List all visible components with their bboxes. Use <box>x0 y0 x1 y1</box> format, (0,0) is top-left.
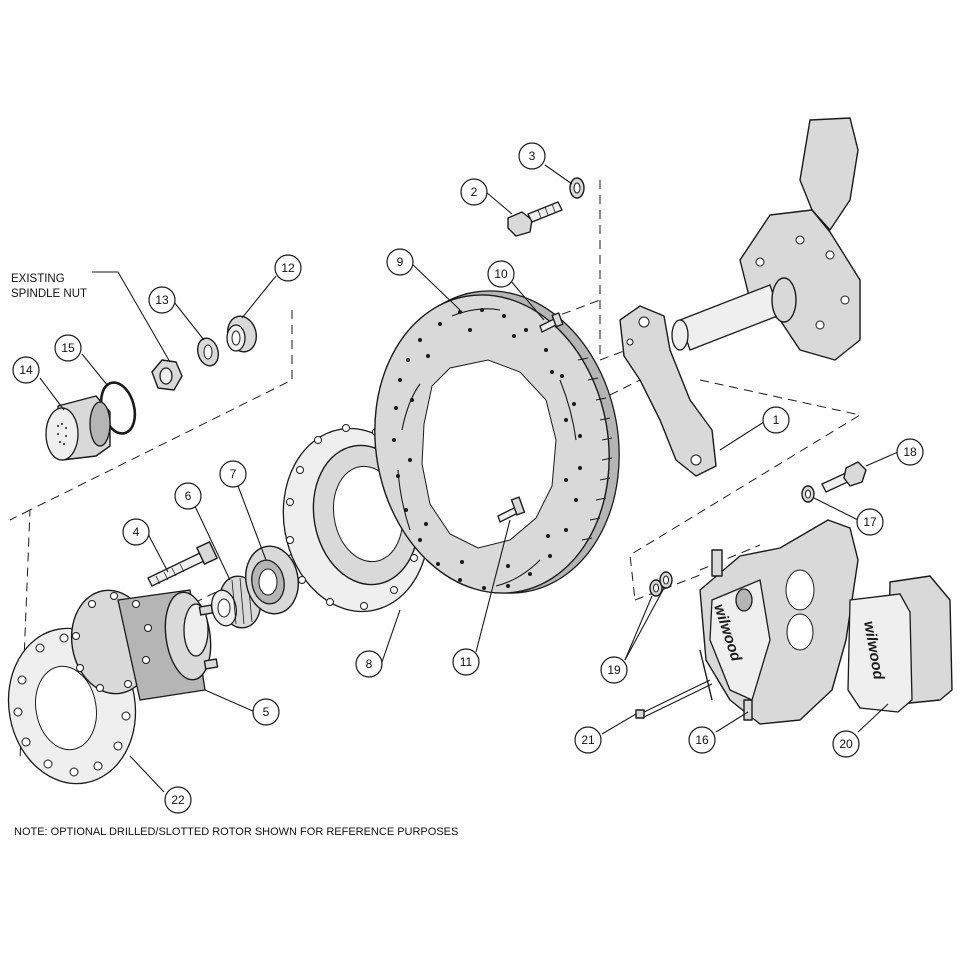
callout-label: 6 <box>185 489 192 503</box>
callout-label: 10 <box>494 267 508 281</box>
callout-label: 11 <box>460 655 473 669</box>
callout-6: 6 <box>174 482 202 510</box>
callout-4: 4 <box>122 518 150 546</box>
callout-label: 2 <box>471 185 478 199</box>
note-text: NOTE: OPTIONAL DRILLED/SLOTTED ROTOR SHO… <box>14 826 459 838</box>
hub-5 <box>70 589 219 701</box>
callout-label: 7 <box>230 467 237 481</box>
callout-14: 14 <box>12 356 40 384</box>
washer-13 <box>196 337 220 367</box>
spindle-nut <box>151 359 183 391</box>
callout-19: 19 <box>600 656 628 684</box>
brake-pads-20: wilwood <box>847 575 953 713</box>
callout-label: 21 <box>581 733 595 747</box>
caliper-bracket-1 <box>619 305 717 477</box>
rotor-slots <box>397 308 577 587</box>
spindle-knuckle <box>671 117 861 361</box>
washer-17 <box>801 485 815 503</box>
callout-label: 9 <box>397 255 404 269</box>
bolt-18 <box>821 461 867 493</box>
callout-8: 8 <box>355 650 383 678</box>
callout-label: 22 <box>171 793 185 807</box>
callout-label: 19 <box>607 663 621 677</box>
seal-7 <box>245 545 299 615</box>
rotor-bolt-11 <box>497 496 526 523</box>
callout-13: 13 <box>148 286 176 314</box>
callout-11: 11 <box>452 648 480 676</box>
bolt-2 <box>507 201 563 237</box>
callout-label: 14 <box>19 363 33 377</box>
callout-16: 16 <box>688 726 716 754</box>
callout-label: 4 <box>133 525 140 539</box>
wheel-stud-4 <box>147 541 218 587</box>
callout-label: 16 <box>695 733 709 747</box>
bearing-12 <box>226 315 258 353</box>
callout-12: 12 <box>274 254 302 282</box>
callout-label: 8 <box>366 657 373 671</box>
callout-5: 5 <box>252 698 280 726</box>
callout-1: 1 <box>762 406 790 434</box>
callout-label: 5 <box>263 705 270 719</box>
dust-cap-14 <box>45 395 111 461</box>
caliper-16: wilwood <box>699 519 859 725</box>
callout-7: 7 <box>219 460 247 488</box>
rotor-vanes <box>577 357 613 541</box>
rotor-9 <box>374 290 620 594</box>
callout-label: 1 <box>773 413 780 427</box>
callout-9: 9 <box>386 248 414 276</box>
leader-lines <box>39 164 899 793</box>
callout-label: 3 <box>529 149 536 163</box>
existing-spindle-nut-label: EXISTING SPINDLE NUT <box>11 273 88 300</box>
callout-label: 17 <box>863 515 877 529</box>
rotor-drill-holes <box>392 308 582 590</box>
callout-label: 12 <box>281 261 295 275</box>
washers-19 <box>649 571 673 597</box>
callout-20: 20 <box>832 730 860 758</box>
callout-label: 13 <box>155 293 169 307</box>
callout-15: 15 <box>54 334 82 362</box>
callouts: 1 2 3 4 5 6 7 8 9 10 11 12 13 14 15 16 1… <box>12 142 924 814</box>
callout-3: 3 <box>518 142 546 170</box>
callout-17: 17 <box>856 508 884 536</box>
hub-flange-holes <box>72 592 152 692</box>
bleed-screw-21 <box>635 649 713 719</box>
washer-3 <box>569 177 585 199</box>
callout-label: 15 <box>61 341 75 355</box>
bolt-10 <box>539 312 564 333</box>
callout-22: 22 <box>164 786 192 814</box>
callout-18: 18 <box>896 438 924 466</box>
callout-label: 18 <box>903 445 917 459</box>
callout-label: 20 <box>839 737 853 751</box>
callout-21: 21 <box>574 726 602 754</box>
callout-10: 10 <box>487 260 515 288</box>
callout-2: 2 <box>460 178 488 206</box>
